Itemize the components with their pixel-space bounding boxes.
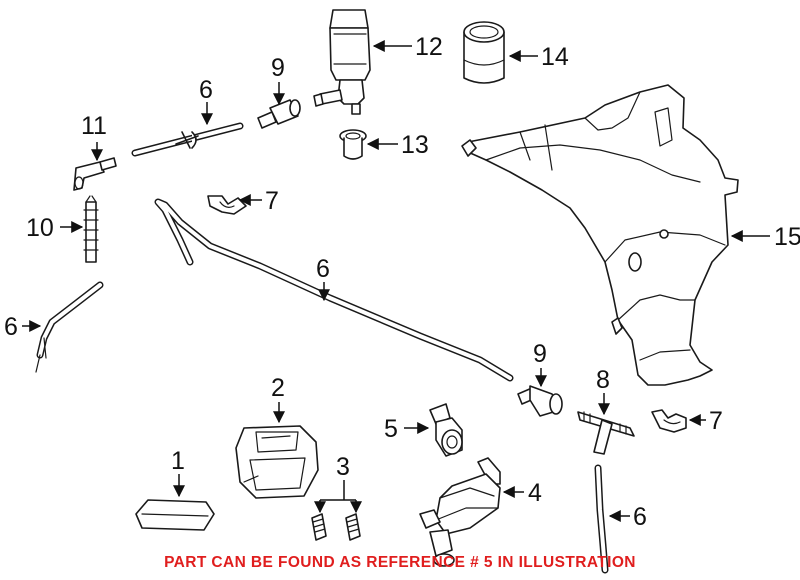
hose-clip-upper (207, 195, 247, 215)
t-connector (577, 411, 635, 455)
check-valve-upper (257, 99, 301, 129)
hose-left (35, 281, 104, 373)
pump-sleeve (463, 21, 505, 84)
callout-9-upper: 9 (271, 54, 285, 82)
callout-6-lower: 6 (633, 503, 647, 531)
washer-reservoir (461, 84, 739, 386)
reference-note: PART CAN BE FOUND AS REFERENCE # 5 IN IL… (164, 554, 636, 571)
pump-grommet (339, 129, 367, 160)
callout-3-bracket (314, 480, 362, 514)
callout-8: 8 (596, 366, 610, 394)
callout-4: 4 (528, 479, 542, 507)
callout-9-lower: 9 (533, 340, 547, 368)
callout-6-upper: 6 (199, 76, 213, 104)
headlamp-washer-pump (419, 457, 501, 567)
hose-long (154, 198, 514, 382)
spring-clips (311, 513, 361, 541)
callout-10: 10 (26, 214, 54, 242)
elbow-connector (73, 157, 117, 191)
callout-7-lower: 7 (709, 407, 723, 435)
elbow-fitting (429, 403, 463, 457)
hose-lower (594, 464, 609, 574)
callout-6-middle: 6 (316, 255, 330, 283)
callout-6-left: 6 (4, 313, 18, 341)
callout-7-upper: 7 (265, 187, 279, 215)
callout-15: 15 (774, 223, 800, 251)
cap-plate (135, 499, 215, 531)
callout-12: 12 (415, 33, 443, 61)
callout-3: 3 (336, 453, 350, 481)
hose-clip-lower (651, 409, 687, 433)
callout-11: 11 (81, 112, 107, 140)
washer-pump (313, 9, 371, 115)
washer-cover (235, 425, 319, 499)
callout-5: 5 (384, 415, 398, 443)
hose-connector (83, 195, 99, 263)
callout-13: 13 (401, 131, 429, 159)
hose-upper (131, 122, 244, 157)
callout-2: 2 (271, 374, 285, 402)
callout-14: 14 (541, 43, 569, 71)
check-valve-lower (517, 385, 563, 417)
callout-1: 1 (171, 447, 185, 475)
